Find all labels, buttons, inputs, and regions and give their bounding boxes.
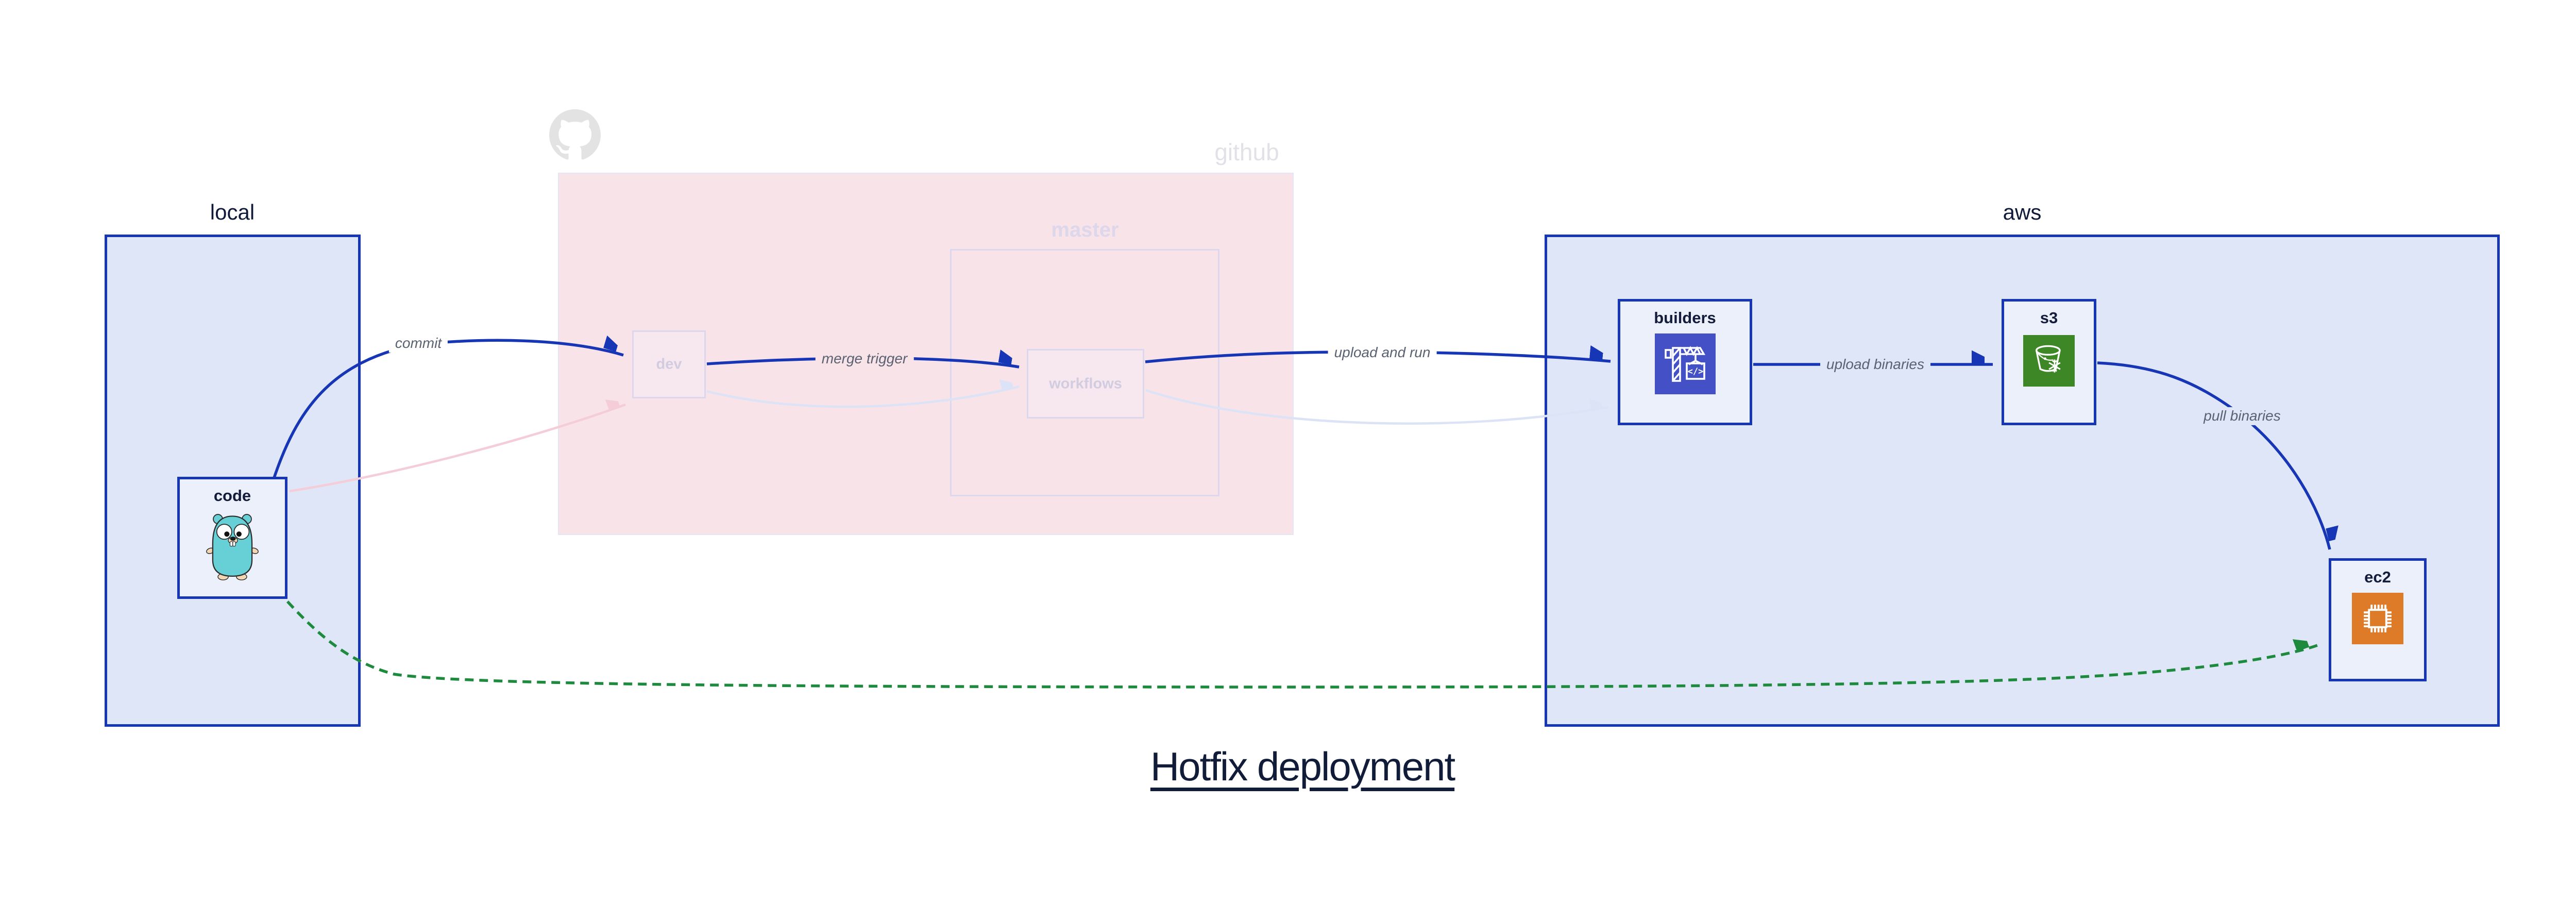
edge-label-upload-binaries: upload binaries xyxy=(1820,355,1930,374)
svg-text:</>: </> xyxy=(1687,366,1703,377)
edge-label-commit: commit xyxy=(388,334,448,353)
node-s3: s3 xyxy=(2002,299,2096,425)
node-code-label: code xyxy=(213,487,251,505)
ec2-chip-icon xyxy=(2352,593,2403,644)
github-region-label: github xyxy=(1214,139,1279,165)
master-branch-box xyxy=(950,249,1219,496)
github-octocat-icon xyxy=(549,109,601,163)
node-ec2: ec2 xyxy=(2329,558,2427,681)
node-builders: builders </> xyxy=(1618,299,1752,425)
node-workflows-label: workflows xyxy=(1049,375,1122,392)
node-workflows: workflows xyxy=(1027,349,1144,419)
edge-label-merge-trigger: merge trigger xyxy=(815,349,914,368)
node-code: code xyxy=(177,477,287,599)
node-dev-label: dev xyxy=(656,356,682,373)
s3-glacier-bucket-icon xyxy=(2023,335,2075,387)
edge-label-upload-and-run: upload and run xyxy=(1328,343,1437,362)
edge-label-pull-binaries: pull binaries xyxy=(2197,407,2287,425)
master-branch-label: master xyxy=(1051,219,1119,241)
local-region-label: local xyxy=(210,200,255,224)
codebuild-crane-icon: </> xyxy=(1654,333,1716,394)
node-builders-label: builders xyxy=(1654,309,1716,327)
node-dev: dev xyxy=(632,330,706,398)
go-gopher-icon xyxy=(204,509,261,584)
diagram-title: Hotfix deployment xyxy=(1150,744,1455,789)
aws-region-label: aws xyxy=(2003,200,2042,224)
node-s3-label: s3 xyxy=(2040,309,2058,327)
node-ec2-label: ec2 xyxy=(2364,568,2391,586)
